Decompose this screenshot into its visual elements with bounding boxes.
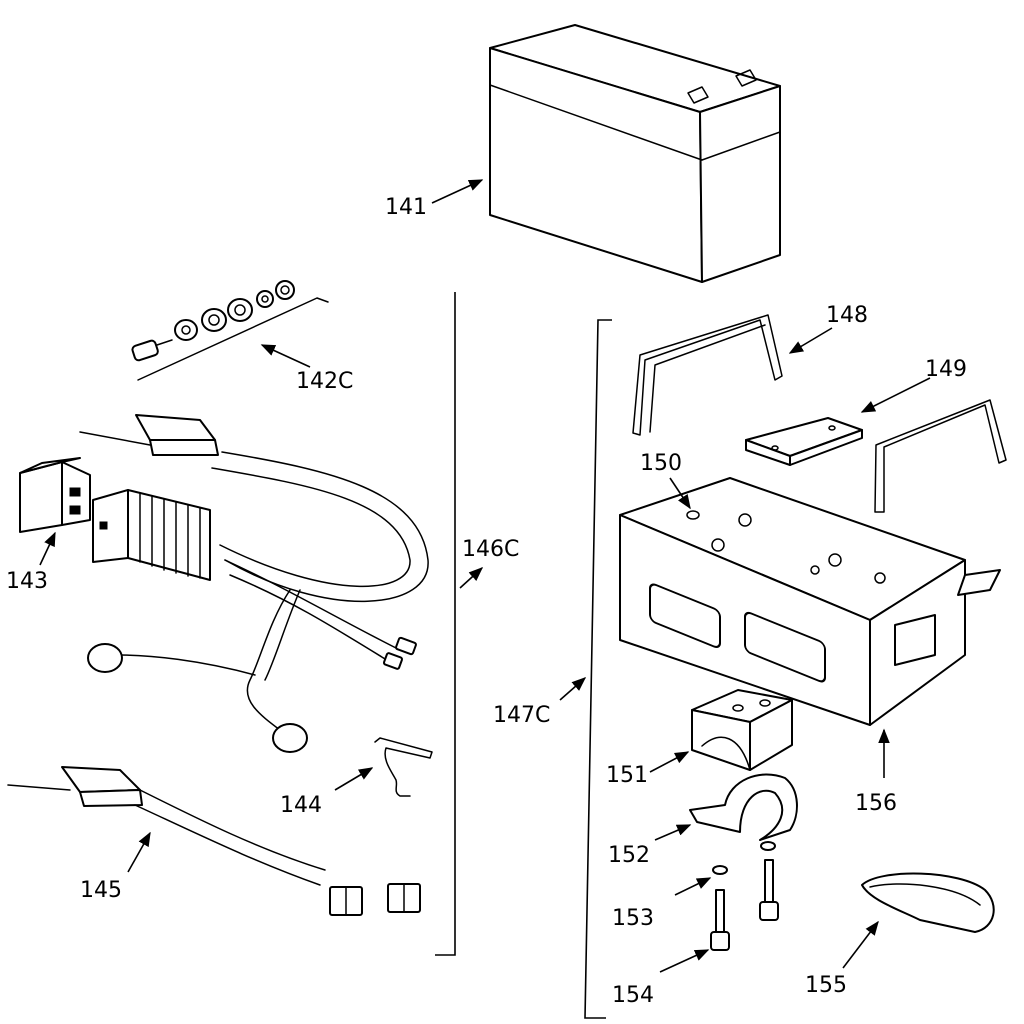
leader-lines bbox=[39, 179, 931, 973]
callout-142c: 142C bbox=[296, 369, 353, 394]
callout-144: 144 bbox=[280, 793, 322, 818]
battery-box-part bbox=[619, 477, 1001, 726]
callout-155: 155 bbox=[805, 973, 847, 998]
callout-149: 149 bbox=[925, 357, 967, 382]
switch-harness-part bbox=[79, 414, 429, 753]
handle-part bbox=[632, 314, 783, 436]
callout-145: 145 bbox=[80, 878, 122, 903]
callout-151: 151 bbox=[606, 763, 648, 788]
hardware-kit-part bbox=[131, 280, 329, 381]
band-part bbox=[861, 872, 995, 933]
callout-152: 152 bbox=[608, 843, 650, 868]
callout-141: 141 bbox=[385, 195, 427, 220]
callout-147c: 147C bbox=[493, 703, 550, 728]
strap-part bbox=[689, 773, 798, 841]
callout-146c: 146C bbox=[462, 537, 519, 562]
callout-150: 150 bbox=[640, 451, 682, 476]
screw-part bbox=[710, 859, 779, 951]
group-bracket-147c bbox=[584, 319, 612, 1019]
battery-part bbox=[489, 24, 781, 283]
callout-148: 148 bbox=[826, 303, 868, 328]
clip-part bbox=[374, 737, 433, 797]
washer-part bbox=[712, 841, 776, 875]
callout-156: 156 bbox=[855, 791, 897, 816]
wire-harness-part bbox=[7, 766, 421, 916]
pin-part bbox=[686, 510, 700, 520]
clamp-block-part bbox=[691, 689, 793, 771]
callout-143: 143 bbox=[6, 569, 48, 594]
plate-part bbox=[745, 417, 863, 466]
handle-part-2 bbox=[874, 399, 1007, 513]
relay-part bbox=[19, 457, 91, 533]
callout-153: 153 bbox=[612, 906, 654, 931]
group-bracket-146c bbox=[435, 292, 456, 956]
callout-154: 154 bbox=[612, 983, 654, 1008]
